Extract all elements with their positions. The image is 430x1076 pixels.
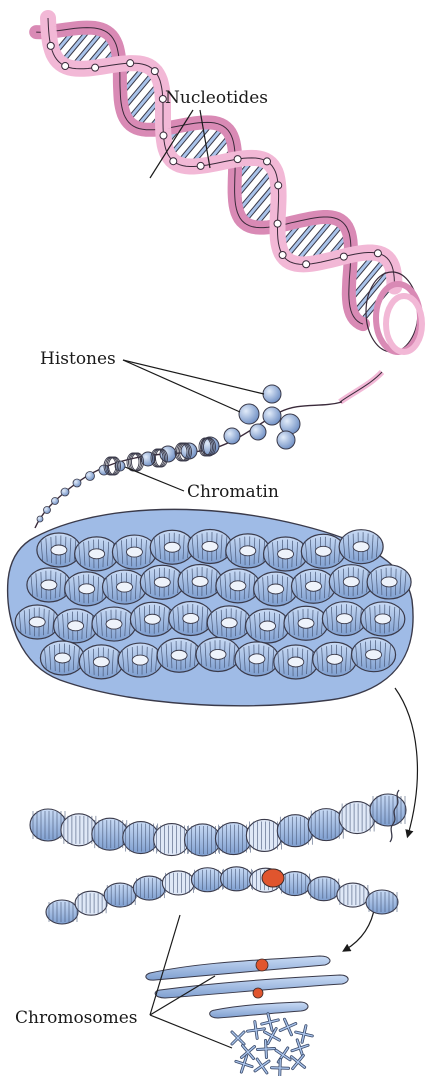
- phosphate-dot: [264, 158, 271, 165]
- mini-chromosome: [292, 1040, 308, 1056]
- phosphate-dot: [92, 64, 99, 71]
- metaphase-chromosomes: [146, 956, 348, 1076]
- fiber-segment: [30, 809, 66, 841]
- fiber-segment: [246, 819, 282, 851]
- phosphate-dot: [275, 182, 282, 189]
- phosphate-dot: [197, 162, 204, 169]
- histone: [277, 431, 295, 449]
- nucleosome: [86, 472, 95, 481]
- nucleosome: [61, 488, 69, 496]
- phosphate-dot: [170, 158, 177, 165]
- dna-front-strand: [48, 18, 394, 287]
- histone: [224, 428, 240, 444]
- mini-chromosome: [255, 1059, 269, 1073]
- dna-double-helix: [36, 18, 422, 402]
- fiber-segment: [370, 794, 406, 826]
- mini-chromosome: [291, 1055, 304, 1068]
- nucleosome: [52, 498, 59, 505]
- mini-chromosome: [272, 1060, 289, 1076]
- label-chromatin-group: Chromatin: [125, 467, 279, 502]
- phosphate-dot: [127, 60, 134, 67]
- fiber-segment: [277, 815, 313, 847]
- nucleosome: [44, 507, 51, 514]
- label-histones: Histones: [40, 349, 116, 369]
- phosphate-dot: [303, 261, 310, 268]
- histone: [263, 407, 281, 425]
- mini-chromosome: [258, 1041, 275, 1058]
- phosphate-dot: [151, 68, 158, 75]
- mini-chromosome: [280, 1019, 296, 1035]
- condensation-arrow-2: [345, 905, 375, 950]
- phosphate-dot: [274, 220, 281, 227]
- label-chromosomes: Chromosomes: [15, 1008, 138, 1028]
- centromere: [262, 869, 284, 887]
- nucleosome: [37, 516, 43, 522]
- condensed-chromatin-fiber: [8, 509, 413, 705]
- phosphate-dot: [279, 251, 286, 258]
- histone: [239, 404, 259, 424]
- mini-chromosome: [236, 1056, 252, 1072]
- fiber-segment: [308, 809, 344, 841]
- fiber-segment: [61, 814, 97, 846]
- nucleosome: [73, 479, 81, 487]
- phosphate-dot: [160, 132, 167, 139]
- mini-chromosome: [276, 1048, 290, 1062]
- chromosome-spread: [232, 1014, 312, 1076]
- mini-chromosome: [232, 1032, 244, 1044]
- fiber-segment: [339, 802, 375, 834]
- label-histones-group: Histones: [40, 349, 264, 412]
- phosphate-dot: [374, 250, 381, 257]
- mini-chromosome: [241, 1045, 254, 1058]
- label-chromosomes-group: Chromosomes: [15, 915, 232, 1048]
- fiber-segment: [215, 823, 251, 855]
- phosphate-dot: [340, 253, 347, 260]
- chromatid-lower: [46, 867, 398, 924]
- phosphate-dot: [62, 63, 69, 70]
- dna-front-strand-outline: [48, 18, 394, 287]
- chromatid-upper: [30, 794, 406, 856]
- histone: [263, 385, 281, 403]
- fiber-segment: [92, 818, 128, 850]
- phosphate-dot: [47, 42, 54, 49]
- phosphate-dot: [234, 156, 241, 163]
- label-chromatin: Chromatin: [187, 482, 279, 502]
- label-nucleotides: Nucleotides: [165, 88, 268, 108]
- replicated-chromosome: [30, 790, 406, 924]
- dna-around-histones: [35, 385, 342, 528]
- histone: [250, 424, 266, 440]
